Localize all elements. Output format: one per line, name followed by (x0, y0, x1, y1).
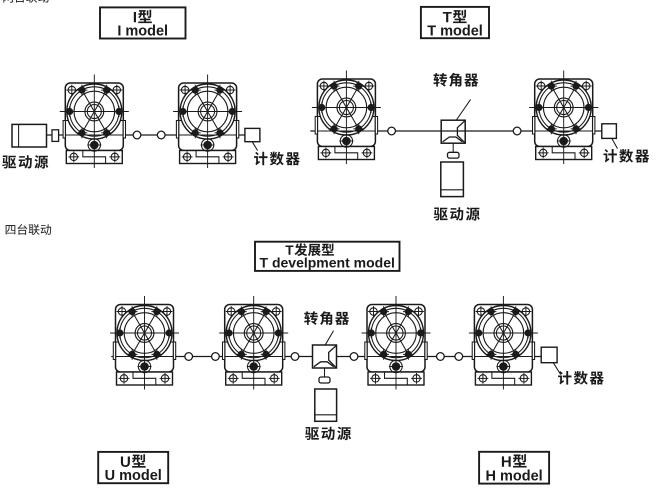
corner-unit (440, 119, 466, 144)
symbol-instance (5, 223, 52, 235)
shaft-coupling (387, 126, 397, 136)
gearbox-unit (528, 69, 599, 165)
gearbox-unit (109, 295, 180, 391)
symbol-instance (304, 311, 350, 326)
symbol-instance (305, 426, 352, 441)
h-model-label-box (478, 450, 551, 485)
symbol-instance (254, 151, 300, 166)
shaft-coupling-block (51, 129, 60, 143)
gearbox-unit (360, 295, 432, 391)
panel-rect (440, 161, 465, 198)
h-model-title-en: H model (485, 468, 542, 484)
gearbox-unit (468, 295, 539, 391)
symbol-instance (2, 155, 49, 169)
drive-source-label (305, 426, 352, 441)
i-model-diagram: I model (2, 6, 300, 169)
u-model-title-en: U model (105, 468, 162, 484)
section1-caption-fragment (2, 0, 49, 3)
counter-label (254, 151, 300, 166)
t-model-title-en: T model (427, 23, 483, 39)
leader-line (552, 362, 562, 375)
gearbox-unit (311, 69, 382, 165)
panel-rect (314, 388, 338, 423)
shaft-coupling (290, 351, 300, 361)
t-model-diagram: T model (310, 5, 650, 221)
symbol-instance (558, 370, 604, 385)
gearbox-unit (59, 73, 130, 169)
symbol-instance (311, 344, 338, 369)
shaft-coupling (156, 130, 166, 140)
shaft-coupling (132, 130, 142, 140)
two-unit-caption-text (2, 0, 49, 3)
t-development-diagram: T develpment model (109, 240, 604, 441)
panel-rect (446, 151, 460, 159)
shaft-coupling (210, 351, 220, 361)
shaft-coupling (349, 351, 359, 361)
i-model-title-en: I model (117, 23, 168, 39)
shaft-coupling (184, 351, 194, 361)
leader-line (251, 141, 259, 151)
t-development-title-en: T develpment model (260, 255, 395, 271)
drive-source-label (2, 155, 49, 169)
counter-box (244, 127, 261, 143)
corner-unit-label (304, 311, 350, 326)
shaft-coupling (435, 351, 445, 361)
symbol-instance (2, 0, 49, 3)
panel-rect (11, 123, 48, 148)
label-box-frame (478, 450, 551, 485)
symbol-instance (603, 148, 650, 163)
symbol-instance (433, 72, 479, 87)
counter-box (601, 123, 618, 140)
drive-source-motor (314, 368, 338, 423)
corner-unit (311, 344, 338, 369)
drive-source-motor (440, 143, 465, 198)
drive-source-motor (11, 123, 48, 148)
counter-label (603, 148, 650, 163)
symbol-instance (440, 119, 466, 144)
four-unit-caption-text (5, 223, 52, 235)
symbol-instance (433, 207, 480, 221)
drive-source-label (433, 207, 480, 221)
leader-line (324, 330, 335, 346)
panel-rect (318, 376, 331, 384)
leader-line (455, 99, 472, 121)
shaft-coupling (512, 126, 522, 136)
gearbox-unit (172, 73, 243, 169)
counter-label (558, 370, 604, 385)
shaft-coupling (454, 351, 464, 361)
corner-unit-label (433, 72, 479, 87)
leader-line (611, 138, 618, 149)
counter-box (540, 346, 558, 364)
gearbox-unit (218, 295, 289, 391)
